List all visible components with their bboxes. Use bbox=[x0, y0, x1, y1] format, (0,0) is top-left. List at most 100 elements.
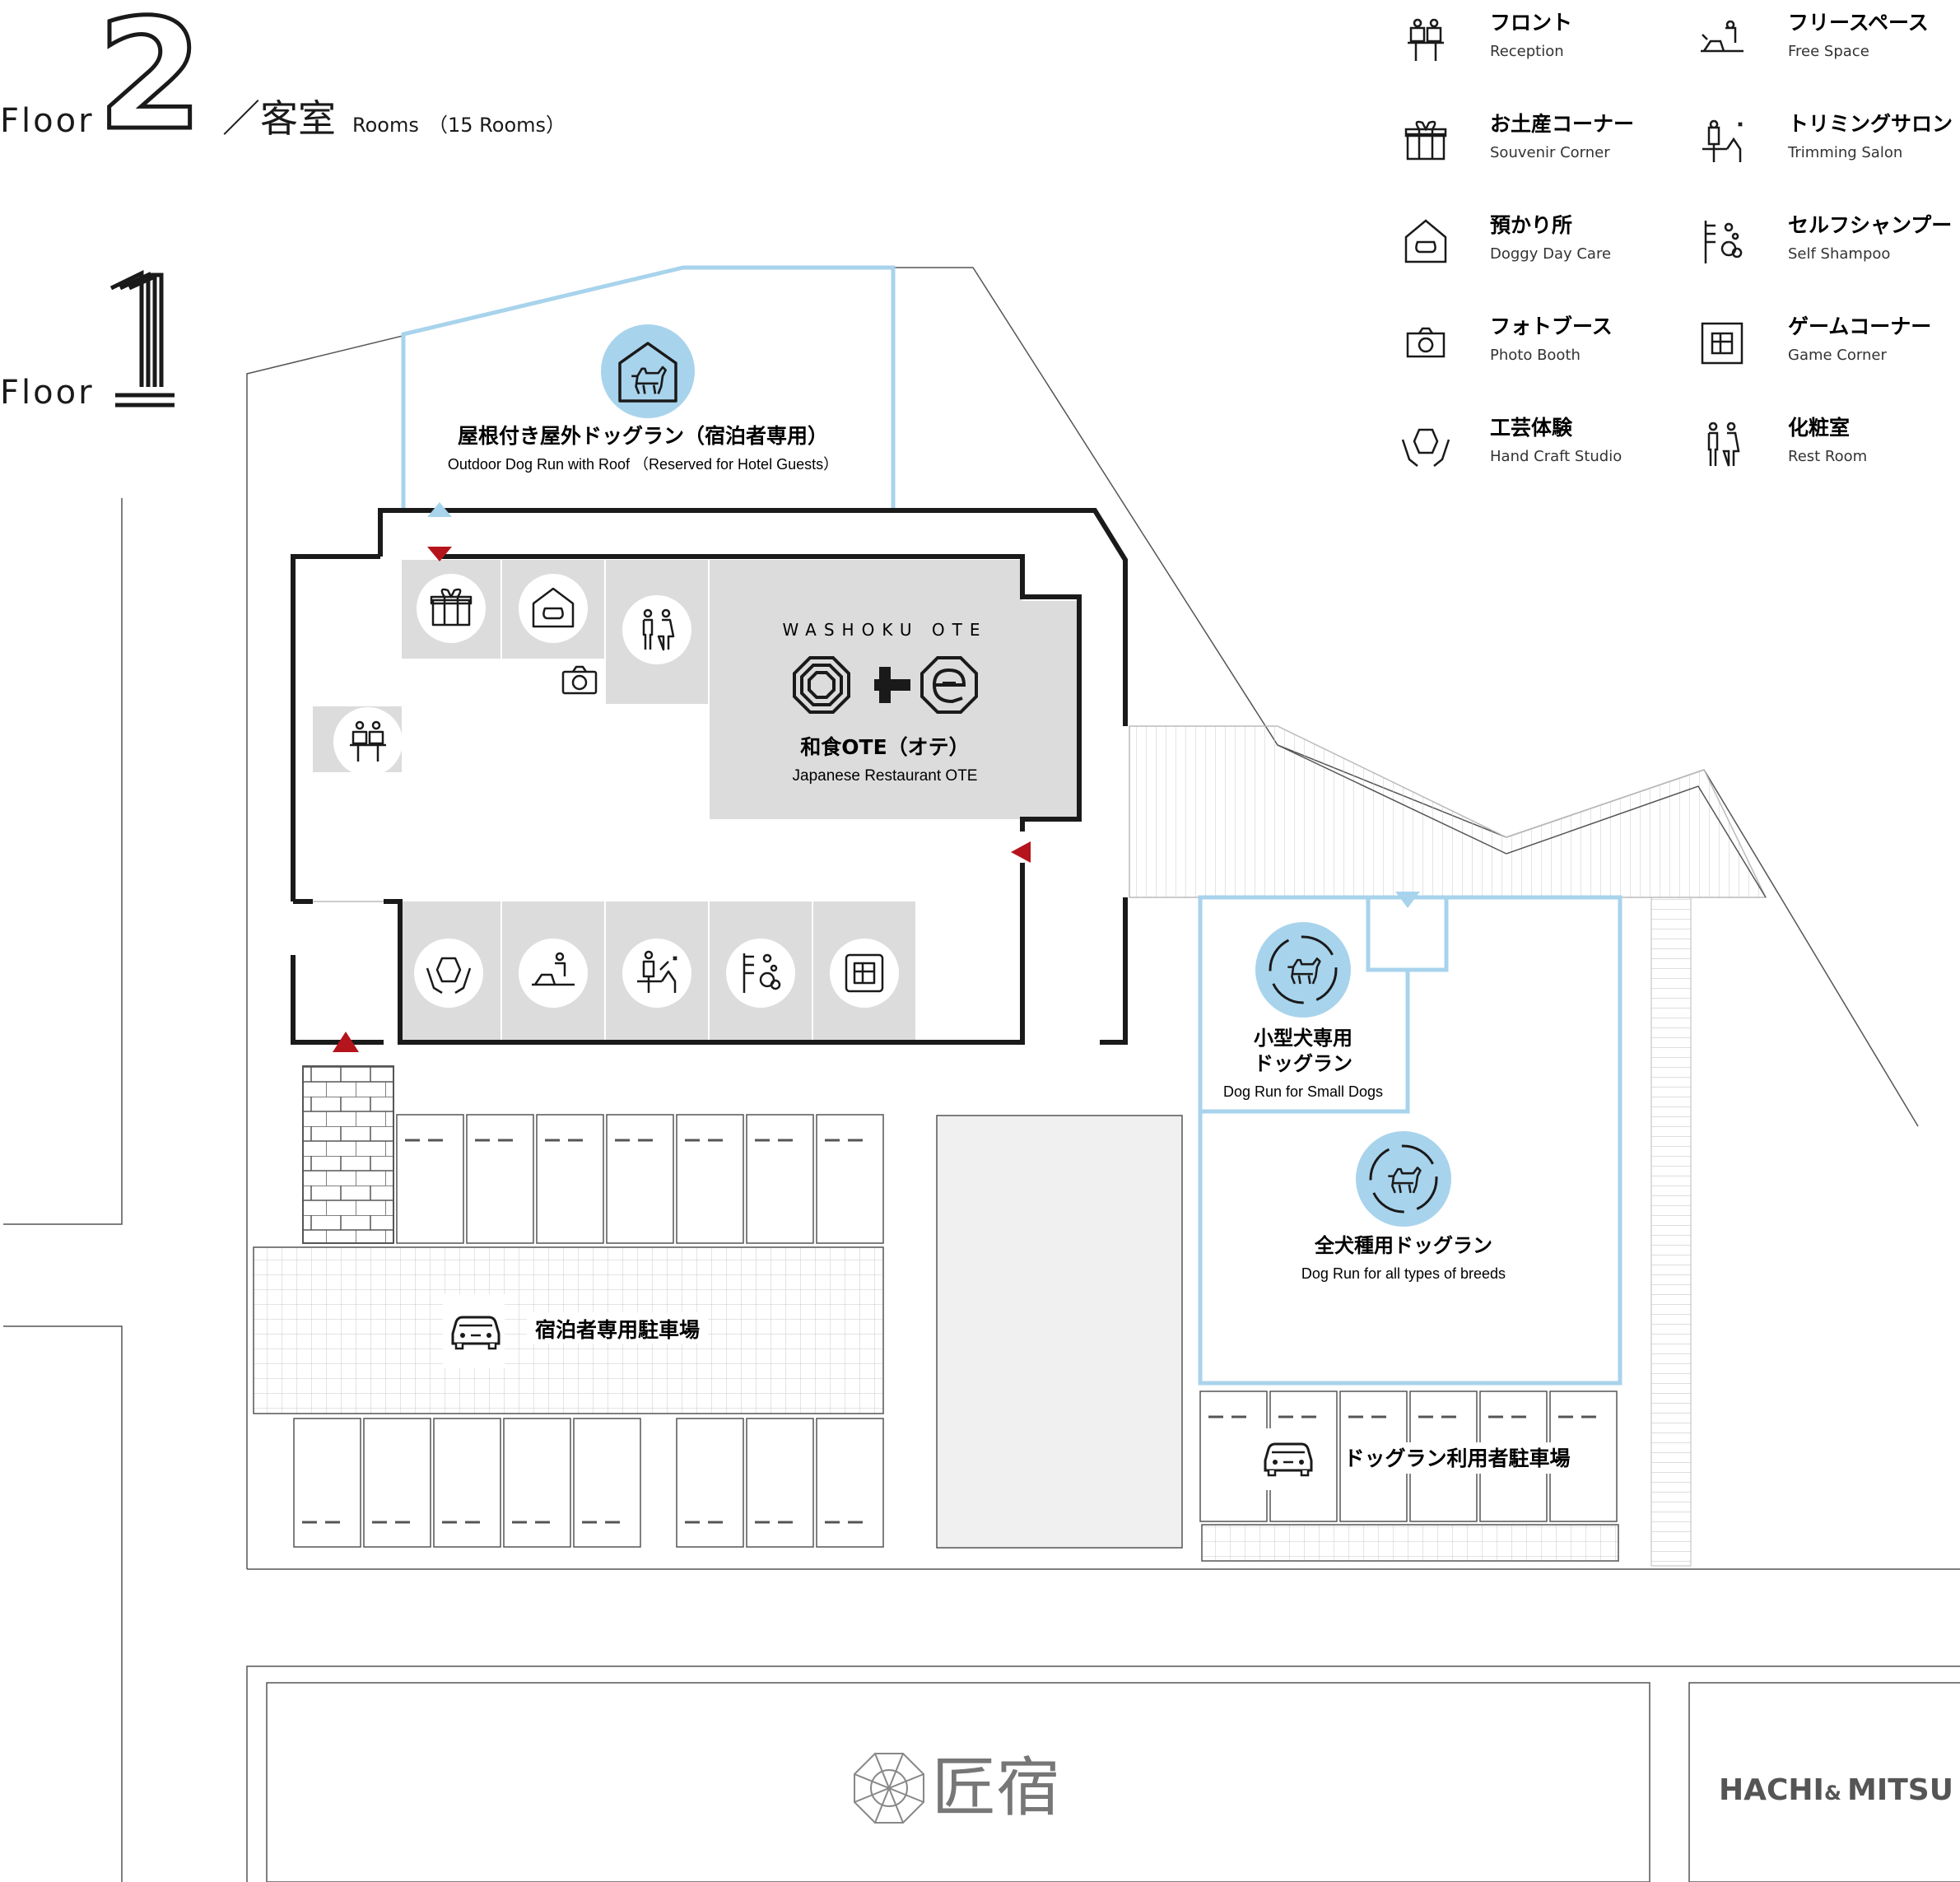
guest-parking-label-bg bbox=[527, 1312, 708, 1344]
rooms-count: （15 Rooms） bbox=[428, 114, 566, 137]
legend-item-trimming: トリミングサロン Trimming Salon bbox=[1702, 112, 1953, 162]
trimming-icon bbox=[637, 950, 677, 993]
souvenir-icon bbox=[1404, 120, 1447, 161]
roof-dog-run-label-jp: 屋根付き屋外ドッグラン（宿泊者専用） bbox=[458, 424, 828, 448]
legend-label-en: Hand Craft Studio bbox=[1490, 448, 1622, 465]
floor-1-label: Floor bbox=[0, 270, 175, 412]
camera-icon bbox=[1406, 327, 1446, 358]
legend-label-en: Self Shampoo bbox=[1788, 245, 1890, 263]
legend-item-camera: フォトブース Photo Booth bbox=[1406, 314, 1613, 364]
legend-label-en: Photo Booth bbox=[1490, 347, 1581, 364]
legend-item-free-space: フリースペース Free Space bbox=[1701, 11, 1929, 60]
legend-label-jp: 預かり所 bbox=[1490, 213, 1572, 237]
legend-label-en: Free Space bbox=[1788, 43, 1869, 60]
legend-label-jp: お土産コーナー bbox=[1490, 112, 1634, 136]
terrace-edge bbox=[1277, 744, 1767, 898]
photo-booth-icon bbox=[561, 665, 598, 695]
hachi-amp: & bbox=[1824, 1782, 1841, 1805]
terrace-deck bbox=[1129, 725, 1767, 898]
dogrun-parking-lane bbox=[1201, 1524, 1619, 1562]
legend-label-jp: フロント bbox=[1490, 11, 1572, 35]
legend-label-en: Game Corner bbox=[1788, 347, 1887, 364]
hachi-name-b: MITSU bbox=[1847, 1773, 1953, 1807]
floor-2-label: Floor 2 ／客室 Rooms （15 Rooms） bbox=[0, 0, 566, 166]
floor-1-numeral-graphic bbox=[109, 270, 175, 408]
guest-parking-bottom-spaces bbox=[293, 1418, 884, 1548]
plus-sign bbox=[874, 667, 910, 703]
side-walkway bbox=[1650, 897, 1692, 1567]
legend-label-jp: フォトブース bbox=[1490, 314, 1613, 338]
legend-label-jp: 工芸体験 bbox=[1490, 416, 1573, 440]
legend-label-jp: フリースペース bbox=[1788, 11, 1929, 35]
legend-item-reception: フロント Reception bbox=[1408, 11, 1572, 61]
legend: フロント Reception フリースペース Free Space お土産コーナー Sou… bbox=[1401, 11, 1953, 467]
legend-item-game-corner: ゲームコーナー Game Corner bbox=[1701, 314, 1931, 365]
legend-label-en: Souvenir Corner bbox=[1490, 144, 1610, 161]
reception-icon bbox=[350, 720, 386, 762]
brick-wall bbox=[302, 1065, 394, 1244]
takumi-name: 匠宿 bbox=[932, 1751, 1060, 1825]
floor-1-text: Floor bbox=[0, 374, 95, 412]
game-corner-icon bbox=[1701, 322, 1744, 365]
legend-label-jp: トリミングサロン bbox=[1788, 112, 1953, 136]
takumi-logo-icon bbox=[854, 1753, 924, 1824]
small-dog-run-jp-1: 小型犬専用 bbox=[1254, 1027, 1352, 1050]
legend-label-jp: ゲームコーナー bbox=[1788, 314, 1931, 338]
all-dog-run-jp: 全犬種用ドッグラン bbox=[1314, 1234, 1492, 1257]
entrance-arrow-bottom bbox=[333, 1032, 359, 1052]
legend-label-jp: 化粧室 bbox=[1788, 416, 1850, 440]
roof-dog-run-badge bbox=[601, 324, 695, 418]
reception-icon bbox=[1408, 18, 1444, 61]
legend-label-jp: セルフシャンプー bbox=[1788, 213, 1952, 237]
small-dog-run-en: Dog Run for Small Dogs bbox=[1223, 1083, 1383, 1100]
self-shampoo-icon bbox=[743, 953, 781, 993]
dogrun-parking-label-bg bbox=[1342, 1442, 1572, 1474]
roof-dog-run-label-en: Outdoor Dog Run with Roof （Reserved for … bbox=[448, 456, 838, 473]
building-walls bbox=[291, 508, 1128, 1045]
covered-dog-run-icon bbox=[618, 342, 677, 403]
dog-run-exit-arrow bbox=[427, 502, 452, 517]
dogrun-parking-label: ドッグラン利用者駐車場 bbox=[1343, 1446, 1570, 1470]
all-breeds-dog-icon bbox=[1369, 1144, 1438, 1214]
entrance-arrow-side bbox=[1011, 841, 1031, 863]
takumi-building bbox=[266, 1682, 1650, 1882]
legend-label-en: Doggy Day Care bbox=[1490, 245, 1611, 263]
trimming-icon bbox=[1702, 119, 1743, 162]
all-dog-run-en: Dog Run for all types of breeds bbox=[1301, 1265, 1506, 1282]
game-corner-icon bbox=[845, 953, 884, 993]
doggy-day-care-icon bbox=[1404, 219, 1447, 263]
dog-run-entry-arrow bbox=[1395, 892, 1420, 908]
entrance-arrow-top bbox=[427, 547, 452, 561]
guest-parking-label: 宿泊者専用駐車場 bbox=[535, 1318, 700, 1342]
legend-label-en: Trimming Salon bbox=[1787, 144, 1902, 161]
free-space-icon bbox=[1701, 20, 1744, 53]
legend-label-en: Rest Room bbox=[1788, 448, 1867, 465]
hand-craft-icon bbox=[426, 957, 472, 995]
ote-octagon-icon bbox=[793, 656, 850, 714]
restaurant-logo: WASHOKU OTE 和食OTE（オテ） Japanese Restauran… bbox=[782, 620, 980, 785]
small-dog-icon bbox=[1269, 935, 1338, 1004]
hachi-name-a: HACHI bbox=[1719, 1773, 1824, 1807]
guest-parking-top-spaces bbox=[396, 1114, 884, 1244]
self-shampoo-icon bbox=[1704, 221, 1743, 263]
rest-room-icon bbox=[1707, 422, 1740, 467]
souvenir-icon bbox=[430, 588, 473, 627]
restaurant-label-en: Japanese Restaurant OTE bbox=[793, 767, 978, 785]
legend-item-rest-room: 化粧室 Rest Room bbox=[1707, 416, 1867, 467]
legend-item-hand-craft: 工芸体験 Hand Craft Studio bbox=[1401, 416, 1622, 467]
rooms-en: Rooms bbox=[352, 114, 419, 137]
hachi-building bbox=[1688, 1682, 1960, 1882]
rest-room-icon bbox=[642, 608, 675, 651]
gray-lot bbox=[936, 1115, 1183, 1549]
free-space-icon bbox=[532, 952, 575, 986]
small-dog-run-jp-2: ドッグラン bbox=[1254, 1052, 1352, 1075]
floor-2-numeral: 2 bbox=[97, 0, 203, 164]
legend-item-self-shampoo: セルフシャンプー Self Shampoo bbox=[1704, 213, 1952, 263]
dogrun-car-icon bbox=[1264, 1442, 1313, 1477]
car-icon bbox=[451, 1316, 500, 1350]
restaurant-label-jp: 和食OTE（オテ） bbox=[800, 735, 969, 759]
legend-label-en: Reception bbox=[1490, 43, 1564, 60]
street-lines bbox=[3, 498, 1960, 1882]
legend-item-souvenir: お土産コーナー Souvenir Corner bbox=[1404, 112, 1634, 161]
